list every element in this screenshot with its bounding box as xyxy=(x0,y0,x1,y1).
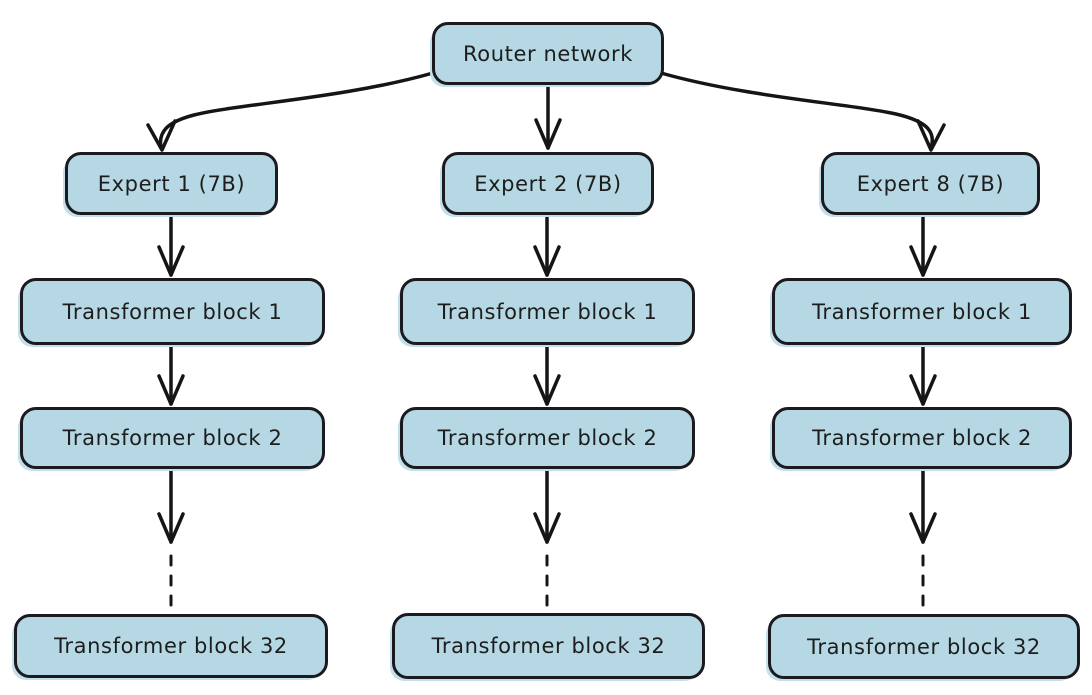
arrow-router-to-expert-2 xyxy=(534,84,562,150)
col2-transformer-block-32-node: Transformer block 32 xyxy=(392,613,705,679)
col3-transformer-block-2-node: Transformer block 2 xyxy=(772,407,1072,469)
col2-transformer-block-1-node: Transformer block 1 xyxy=(400,278,695,345)
expert-8-node: Expert 8 (7B) xyxy=(821,152,1040,215)
arrow-head-icon xyxy=(534,118,562,150)
col2-transformer-block-2-node: Transformer block 2 xyxy=(400,407,695,469)
router-network-node: Router network xyxy=(432,22,664,85)
arrow-head-icon xyxy=(157,374,185,406)
arrow-head-icon xyxy=(533,374,561,406)
col3-transformer-block-1-node: Transformer block 1 xyxy=(772,278,1072,345)
expert-1-node: Expert 1 (7B) xyxy=(65,152,278,215)
arrow-head-icon xyxy=(909,374,937,406)
arrow-head-icon xyxy=(533,245,561,277)
col1-transformer-block-32-node: Transformer block 32 xyxy=(14,614,328,678)
col1-transformer-block-1-node: Transformer block 1 xyxy=(20,278,325,345)
arrow-head-icon xyxy=(916,119,946,152)
arrow-head-icon xyxy=(909,512,937,544)
col3-transformer-block-32-node: Transformer block 32 xyxy=(768,614,1080,679)
expert-2-node: Expert 2 (7B) xyxy=(442,152,654,215)
arrow-head-icon xyxy=(146,119,177,152)
col1-transformer-block-2-node: Transformer block 2 xyxy=(20,407,325,469)
arrow-head-icon xyxy=(909,245,937,277)
arrow-router-to-expert-1 xyxy=(146,71,435,152)
arrow-head-icon xyxy=(157,245,185,277)
arrow-head-icon xyxy=(533,512,561,544)
arrow-head-icon xyxy=(157,512,185,544)
arrow-router-to-expert-8 xyxy=(659,71,946,152)
arrow-line xyxy=(158,71,435,150)
arrow-line xyxy=(659,71,934,150)
